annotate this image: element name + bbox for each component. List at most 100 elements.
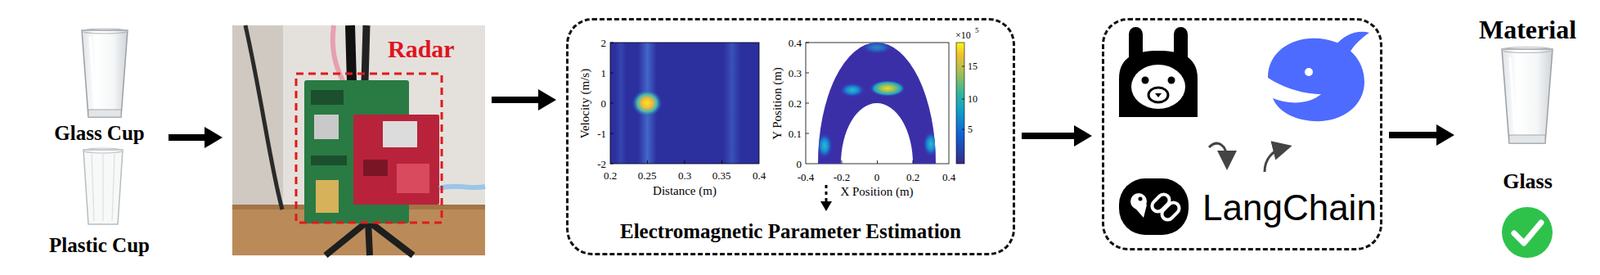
tick-label: 0.3 [678,170,692,181]
position-heatmap [869,80,906,97]
plastic-cup-icon [102,153,104,221]
radar-photo [310,89,344,105]
position-heatmap [805,40,965,164]
flow-arrow [1388,124,1455,146]
cycle-arrows [1208,143,1227,161]
input-objects: Glass CupPlastic Cup [36,20,162,266]
radar-photo [232,25,486,256]
arrow-head [1074,125,1093,147]
radar-photo [314,114,339,140]
deepseek-logo [1267,31,1370,122]
radar-device: Radar [232,25,486,256]
position-heatmap [860,40,894,54]
cycle-arrows [1264,148,1283,172]
glass-cup-icon [89,36,95,107]
flow-arrow [491,89,557,111]
dotted-arrow [820,201,832,212]
tick-label: ×10 [955,30,971,41]
flow-arrow [1021,125,1093,147]
dotted-arrow [825,184,828,202]
tick-label: 2 [601,37,607,49]
tick-label: 10 [967,94,978,104]
node-title: Glass Cup [36,121,162,146]
glass-cup-icon [88,109,122,117]
cycle-arrows [1208,143,1283,172]
position-heatmap [956,42,965,164]
tick-label: -2 [597,158,607,170]
tick-label: 0.4 [788,37,802,49]
tick-label: 0.2 [906,171,920,183]
plastic-cup-icon [83,148,123,225]
plastic-cup-icon [83,149,123,225]
output-glass-cup [1501,49,1553,144]
node-text: Plastic Cup [36,233,162,258]
radar-photo [439,186,486,189]
tick-label: 0.3 [788,67,802,79]
output-glass-cup [1501,47,1553,54]
llm-box: LangChain [1101,17,1383,251]
arrow-shaft [491,96,540,104]
range-doppler-heatmap [610,42,760,164]
output-glass-cup [1510,57,1515,131]
node-title: Electromagnetic Parameter Estimation [568,220,1013,244]
radar-photo [296,73,442,223]
langchain-logo [1159,200,1183,223]
output-result: MaterialGlass [1464,8,1592,201]
tick-label: 0.1 [788,128,802,140]
flow-arrow [168,126,223,149]
deepseek-logo [1304,67,1313,77]
llama-logo [1148,87,1169,103]
llama-logo [1131,64,1186,109]
arrow-head [538,89,557,111]
check-mark [1514,222,1542,243]
tick-label: 0.2 [603,170,617,181]
tick-label: X Position (m) [840,185,913,198]
plastic-cup-icon [112,153,115,221]
arrow-shaft [168,134,207,141]
node-title: LangChain [1202,187,1377,230]
radar-photo [245,25,283,210]
tick-label: 0.35 [712,170,732,181]
node-text: Glass [1464,169,1592,194]
range-doppler-heatmap [610,42,760,164]
range-doppler-heatmap [615,42,627,164]
output-glass-cup [1509,134,1546,144]
radar-photo [315,179,339,213]
radar-photo [382,121,418,148]
tick-label: 15 [967,61,978,72]
axis-title: Y Position (m) [771,67,784,140]
llama-logo [1141,76,1150,85]
position-heatmap [922,130,940,158]
position-heatmap [805,42,949,164]
langchain-logo [1132,204,1147,218]
output-glass-cup [1501,47,1553,144]
dotted-arrow [820,184,832,212]
plastic-cup-icon [83,148,123,153]
range-doppler-heatmap [610,42,760,164]
llama-logo [1119,50,1198,117]
glass-cup-icon [81,30,128,117]
langchain-logo [1119,178,1189,235]
position-heatmap [839,82,866,98]
radar-photo [353,114,440,205]
tick-label: 0.4 [942,171,956,183]
tick-label: Distance (m) [652,184,717,198]
llama-logo [1119,26,1198,117]
position-heatmap [816,40,940,159]
llama-logo [1155,93,1162,98]
position-heatmap [805,42,913,164]
check-mark [1501,206,1553,258]
arrow-head [1436,124,1455,146]
langchain-logo [1138,197,1143,202]
deepseek-logo [1331,31,1370,59]
node-title: Material [1464,14,1592,45]
radar-photo [232,25,284,210]
radar-photo [232,25,486,256]
tick-label: 1 [601,67,607,79]
position-heatmap [961,66,965,130]
radar-photo [363,159,388,176]
tick-label: -0.2 [833,171,851,183]
position-heatmap [816,132,833,159]
radar-photo [396,163,430,194]
